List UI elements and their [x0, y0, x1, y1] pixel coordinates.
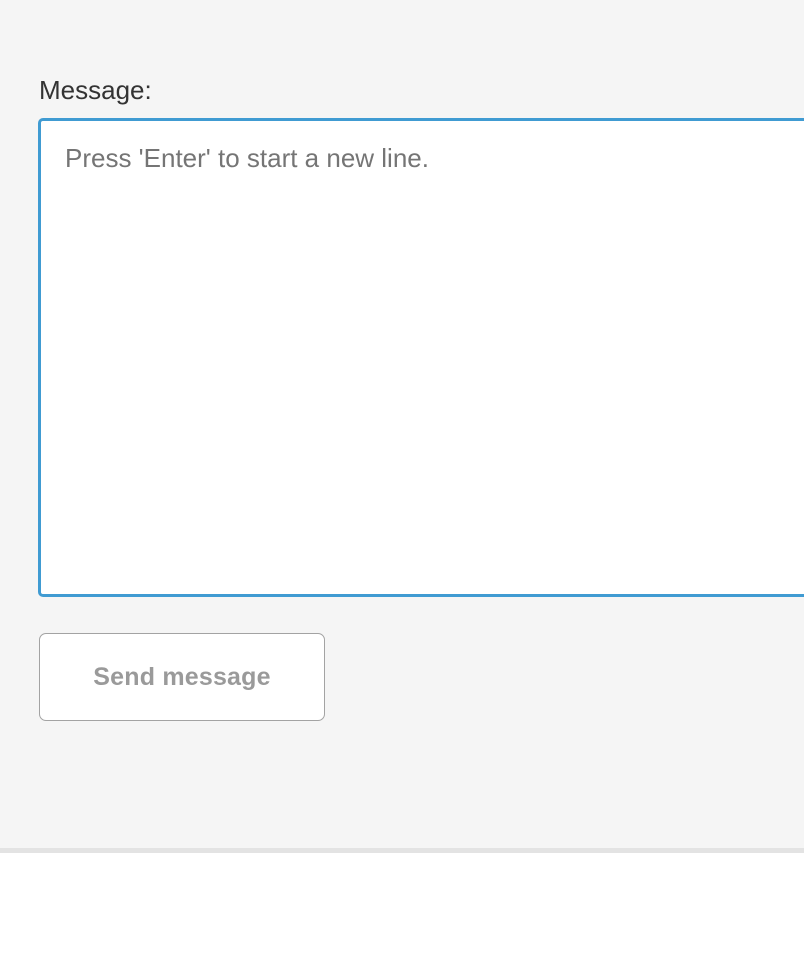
message-field-label: Message:	[39, 75, 152, 105]
message-input[interactable]	[38, 118, 804, 597]
send-message-button[interactable]: Send message	[39, 633, 325, 721]
message-form-panel: Message: Send message	[38, 75, 804, 721]
panel-divider	[0, 848, 804, 853]
page-body-below-panel	[0, 853, 804, 980]
